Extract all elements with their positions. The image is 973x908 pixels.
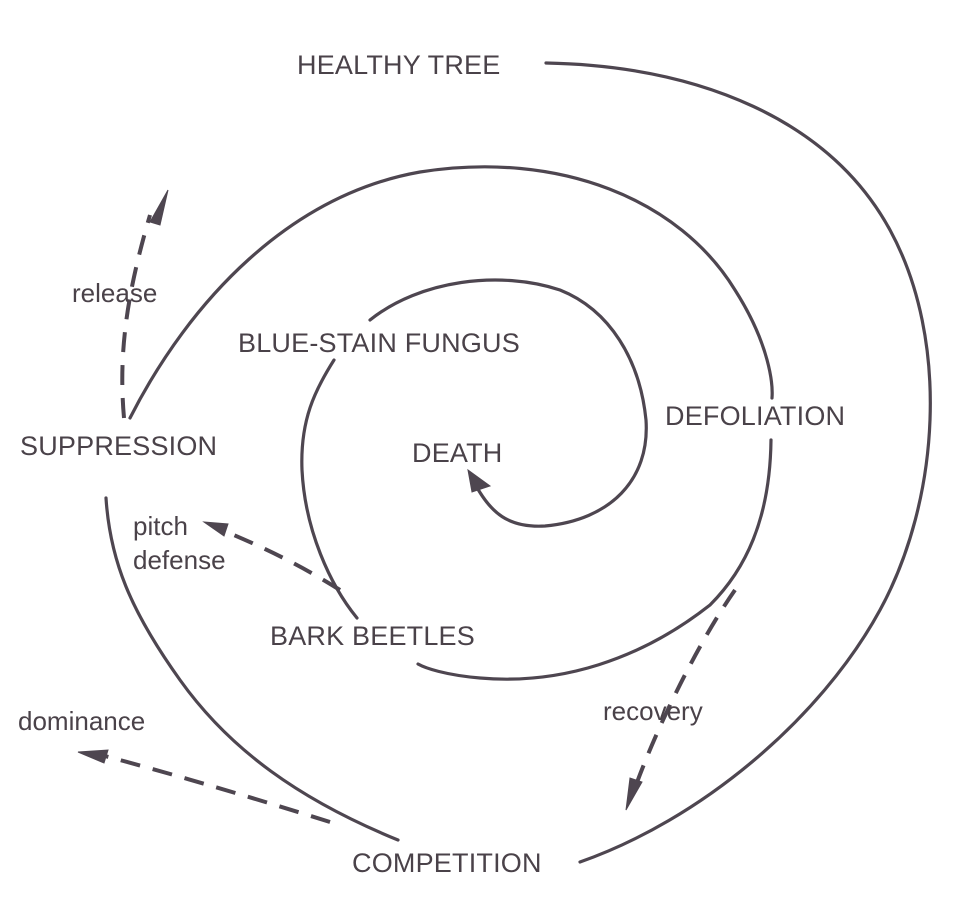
recovery-arrow-line (634, 588, 737, 786)
release-arrow-line (120, 214, 152, 419)
dominance-arrow-line (104, 754, 331, 824)
path-label-release: release (72, 278, 157, 308)
path-label-dominance: dominance (18, 706, 145, 736)
path-label-pitch-defense-line1: pitch (133, 511, 188, 541)
spiral-segment-competition-to-suppression (104, 496, 400, 842)
recovery-arrowhead-icon (625, 777, 643, 811)
stage-label-death: DEATH (412, 438, 503, 468)
stage-label-suppression: SUPPRESSION (20, 431, 217, 461)
release-arrowhead-icon (149, 189, 169, 226)
stage-label-defoliation: DEFOLIATION (665, 401, 845, 431)
path-label-recovery: recovery (603, 696, 703, 726)
stage-label-bark-beetles: BARK BEETLES (270, 621, 475, 651)
pitch-defense-arrow-line (221, 528, 342, 592)
dominance-arrowhead-icon (77, 749, 109, 764)
spiral-segment-suppression-to-defoliation (128, 165, 774, 420)
spiral-segment-bark-beetles-to-fungus (300, 358, 359, 620)
stage-label-healthy-tree: HEALTHY TREE (297, 50, 500, 80)
pitch-defense-arrowhead-icon (202, 521, 229, 537)
path-label-pitch-defense-line2: defense (133, 545, 226, 575)
death-arrowhead-icon (467, 468, 492, 493)
spiral-segment-healthy-to-competition (544, 61, 932, 864)
spiral-segment-defoliation-to-bark-beetles (416, 438, 773, 681)
spiral-segment-fungus-to-death (368, 278, 648, 528)
stage-label-blue-stain-fungus: BLUE-STAIN FUNGUS (238, 328, 520, 358)
stage-label-competition: COMPETITION (352, 848, 542, 878)
